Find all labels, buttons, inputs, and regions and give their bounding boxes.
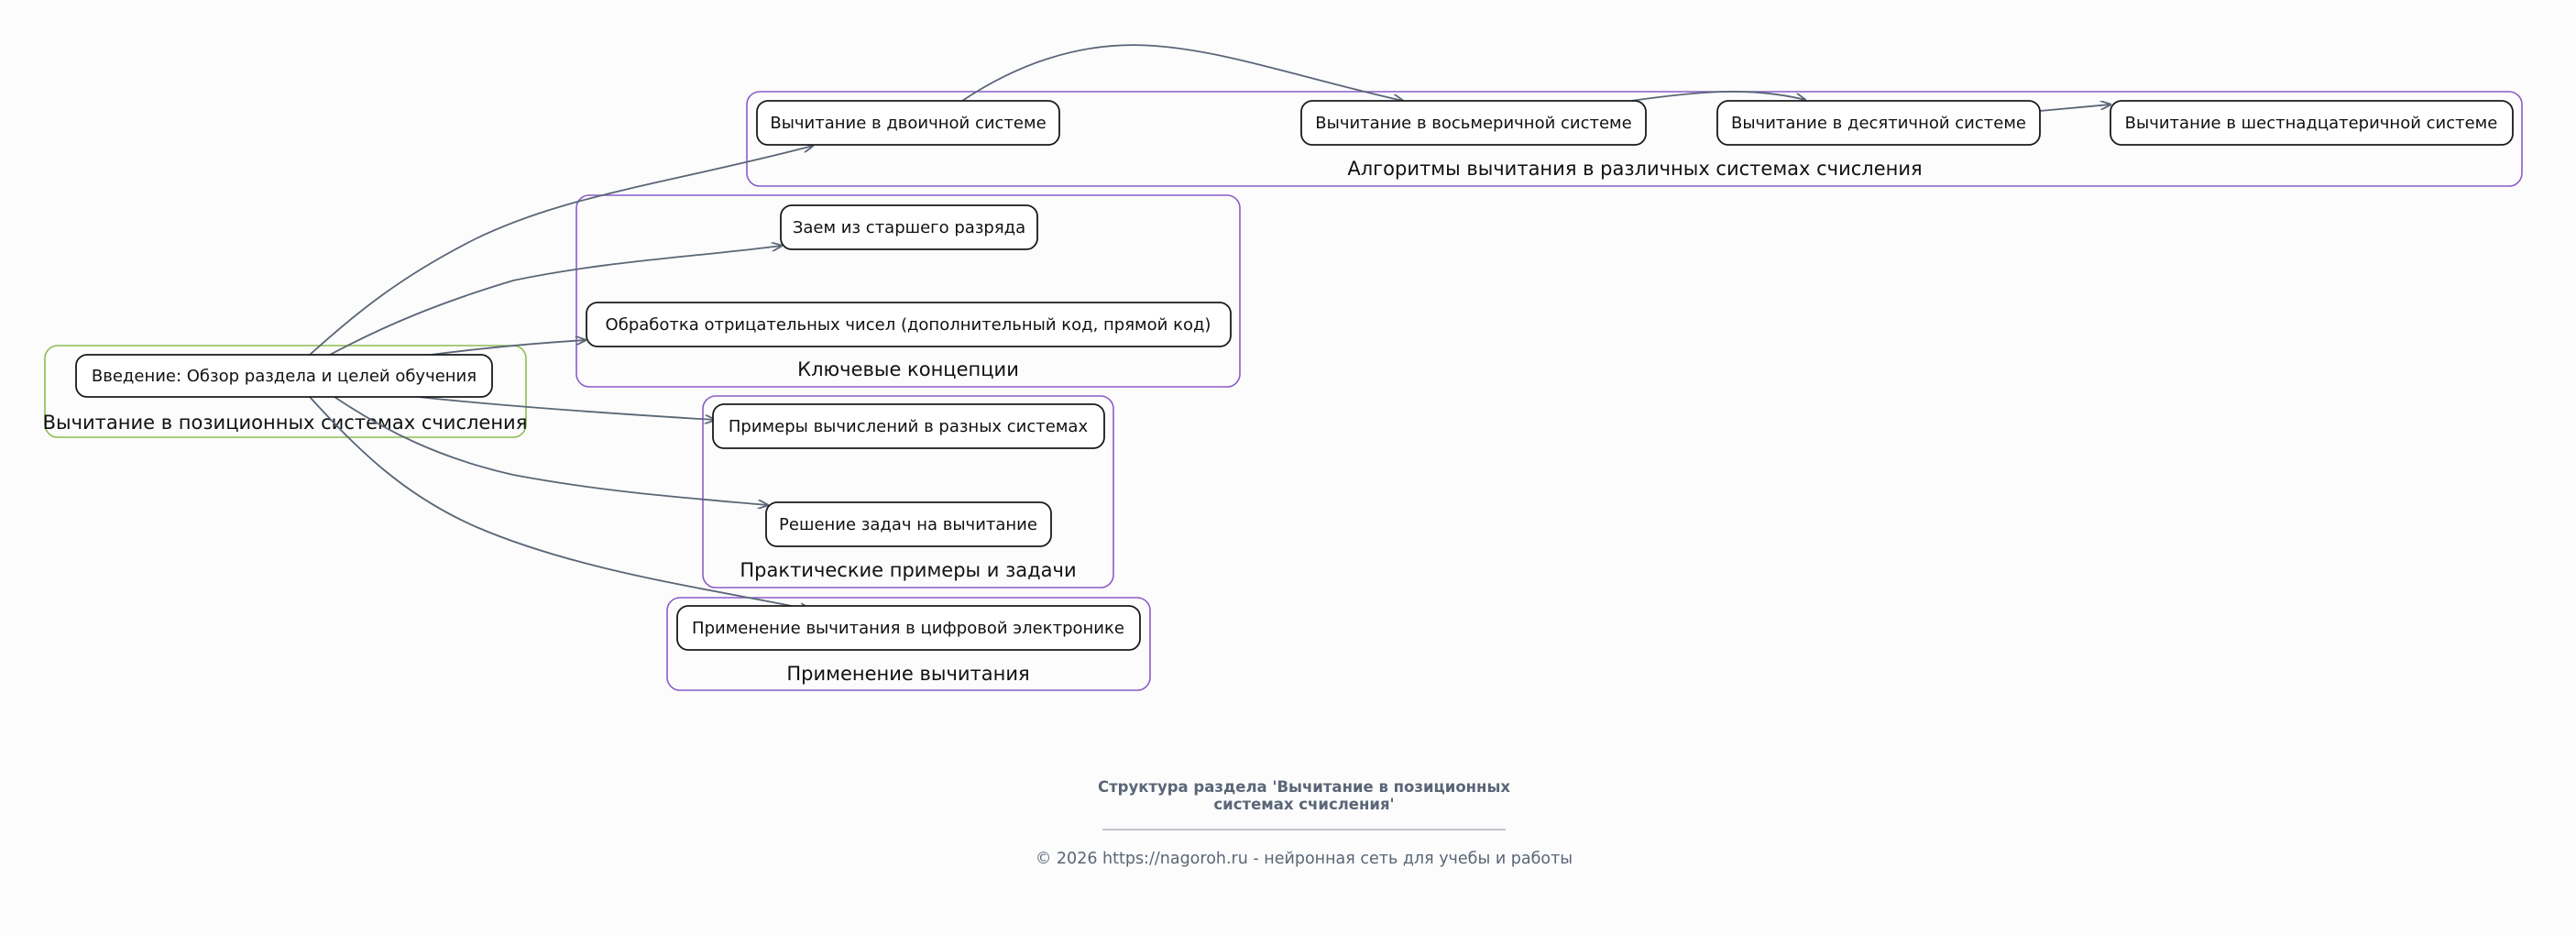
group-application: Применение вычитания [666, 597, 1151, 691]
node-hex-label: Вычитание в шестнадцатеричной системе [2125, 114, 2498, 133]
group-concepts: Ключевые концепции [575, 194, 1241, 388]
group-algorithms-frame [746, 91, 2523, 187]
node-tasks: Решение задач на вычитание [765, 501, 1052, 547]
node-hex: Вычитание в шестнадцатеричной системе [2110, 100, 2514, 146]
edge-intro-borrow [329, 246, 782, 356]
group-practice-label: Практические примеры и задачи [740, 559, 1076, 581]
edge-intro-electronics [309, 396, 810, 610]
node-electronics: Применение вычитания в цифровой электрон… [676, 605, 1141, 651]
node-intro-label: Введение: Обзор раздела и целей обучения [92, 367, 477, 386]
edge-decimal-hex [2039, 104, 2110, 112]
node-octal-label: Вычитание в восьмеричной системе [1315, 114, 1631, 133]
group-practice: Практические примеры и задачи [702, 395, 1114, 588]
node-borrow-box [780, 204, 1038, 250]
node-borrow: Заем из старшего разряда [780, 204, 1038, 250]
edge-binary-octal [961, 44, 1403, 101]
edge-intro-binary [309, 146, 813, 356]
footer-title-line2: системах счисления' [1213, 796, 1394, 813]
node-binary-label: Вычитание в двоичной системе [770, 114, 1046, 133]
edges [309, 44, 2110, 610]
edge-intro-examples [417, 396, 715, 420]
group-practice-frame [702, 395, 1114, 588]
group-algorithms-label: Алгоритмы вычитания в различных системах… [1347, 158, 1922, 180]
node-decimal-box [1716, 100, 2041, 146]
node-binary-box [756, 100, 1060, 146]
group-concepts-label: Ключевые концепции [797, 358, 1019, 380]
footer-copyright: © 2026 https://nagoroh.ru - нейронная се… [1036, 850, 1573, 868]
edge-octal-decimal [1630, 91, 1805, 101]
node-borrow-label: Заем из старшего разряда [793, 218, 1025, 237]
node-negative-box [586, 302, 1232, 347]
node-decimal: Вычитание в десятичной системе [1716, 100, 2041, 146]
node-examples-box [712, 403, 1105, 449]
node-electronics-box [676, 605, 1141, 651]
group-application-frame [666, 597, 1151, 691]
footer: Структура раздела 'Вычитание в позиционн… [1036, 778, 1573, 868]
node-examples-label: Примеры вычислений в разных системах [729, 417, 1089, 436]
footer-title-line1: Структура раздела 'Вычитание в позиционн… [1098, 778, 1510, 796]
group-concepts-frame [575, 194, 1241, 388]
node-negative-label: Обработка отрицательных чисел (дополните… [606, 315, 1211, 335]
node-tasks-label: Решение задач на вычитание [779, 515, 1037, 534]
node-intro: Введение: Обзор раздела и целей обучения [75, 354, 493, 398]
group-root-frame [44, 345, 527, 438]
node-decimal-label: Вычитание в десятичной системе [1731, 114, 2026, 133]
group-algorithms: Алгоритмы вычитания в различных системах… [746, 91, 2523, 187]
node-binary: Вычитание в двоичной системе [756, 100, 1060, 146]
edge-intro-tasks [334, 396, 768, 505]
node-intro-box [75, 354, 493, 398]
group-root-label: Вычитание в позиционных системах счислен… [43, 412, 528, 434]
node-octal-box [1300, 100, 1647, 146]
node-examples: Примеры вычислений в разных системах [712, 403, 1105, 449]
node-negative: Обработка отрицательных чисел (дополните… [586, 302, 1232, 347]
group-root: Вычитание в позиционных системах счислен… [43, 345, 528, 438]
group-application-label: Применение вычитания [786, 663, 1029, 685]
node-octal: Вычитание в восьмеричной системе [1300, 100, 1647, 146]
node-hex-box [2110, 100, 2514, 146]
node-tasks-box [765, 501, 1052, 547]
node-electronics-label: Применение вычитания в цифровой электрон… [692, 619, 1124, 638]
edge-intro-negative [430, 340, 586, 356]
